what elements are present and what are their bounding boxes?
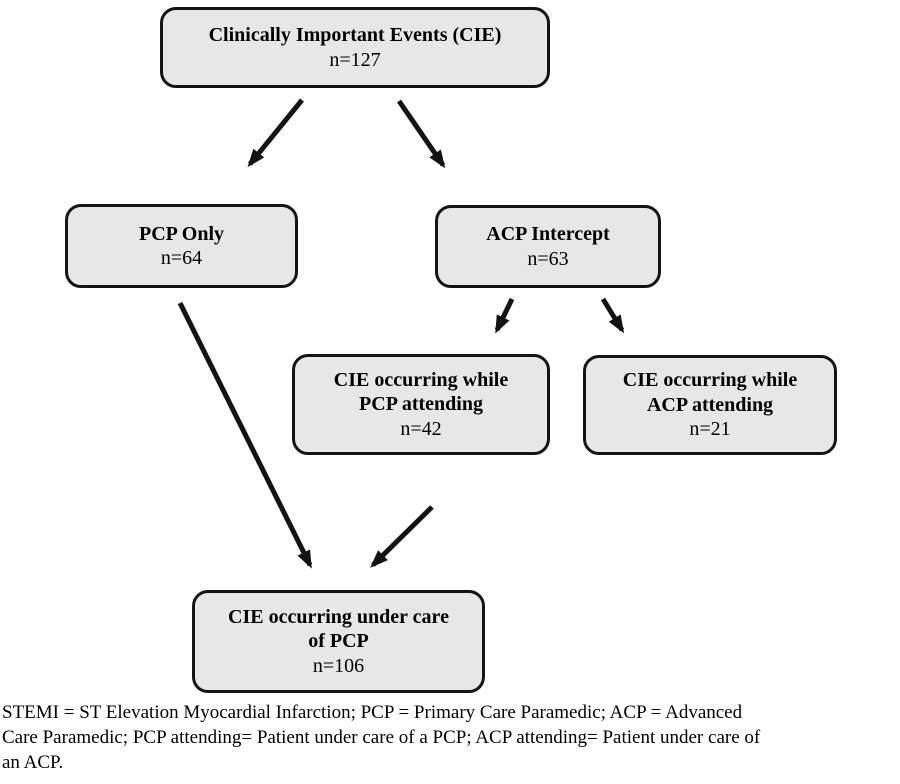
node-title: CIE occurring while ACP attending: [623, 368, 797, 417]
abbreviations-footnote: STEMI = ST Elevation Myocardial Infarcti…: [2, 702, 761, 773]
node-count: n=42: [400, 417, 442, 440]
node-count: n=21: [689, 418, 731, 441]
node-title-line: ACP attending: [646, 393, 774, 416]
arrow-acp-intercept-to-acp-attending: [600, 297, 625, 334]
node-title-line: Clinically Important Events (CIE): [208, 24, 502, 47]
node-title-line: of PCP: [308, 630, 369, 653]
node-title-line: PCP attending: [359, 393, 483, 416]
node-title-line: CIE occurring under care: [228, 605, 449, 628]
node-title: Clinically Important Events (CIE): [209, 23, 502, 47]
arrow-cie-to-acp-intercept: [396, 99, 446, 169]
node-title: PCP Only: [139, 222, 224, 246]
node-count: n=106: [312, 654, 365, 677]
node-cie: Clinically Important Events (CIE) n=127: [160, 7, 550, 88]
node-title: ACP Intercept: [486, 222, 610, 246]
node-count: n=63: [527, 247, 569, 270]
node-title: CIE occurring under care of PCP: [228, 605, 449, 654]
node-cie-pcp-attending: CIE occurring while PCP attending n=42: [292, 354, 550, 455]
node-cie-under-pcp: CIE occurring under care of PCP n=106: [192, 590, 485, 693]
node-count: n=127: [329, 48, 381, 71]
node-acp-intercept: ACP Intercept n=63: [435, 205, 661, 288]
arrow-pcp-attending-to-under-pcp: [370, 505, 434, 568]
node-pcp-only: PCP Only n=64: [65, 204, 298, 288]
node-title-line: PCP Only: [138, 222, 224, 245]
node-title: CIE occurring while PCP attending: [334, 368, 508, 417]
node-count: n=64: [160, 247, 203, 269]
arrow-cie-to-pcp-only: [247, 98, 304, 168]
node-cie-acp-attending: CIE occurring while ACP attending n=21: [583, 355, 837, 455]
arrow-acp-intercept-to-pcp-attending: [494, 297, 515, 334]
node-title-line: CIE occurring while: [333, 368, 509, 391]
node-title-line: ACP Intercept: [486, 223, 610, 246]
arrow-pcp-only-to-under-pcp: [177, 301, 313, 569]
node-title-line: CIE occurring while: [622, 369, 798, 392]
